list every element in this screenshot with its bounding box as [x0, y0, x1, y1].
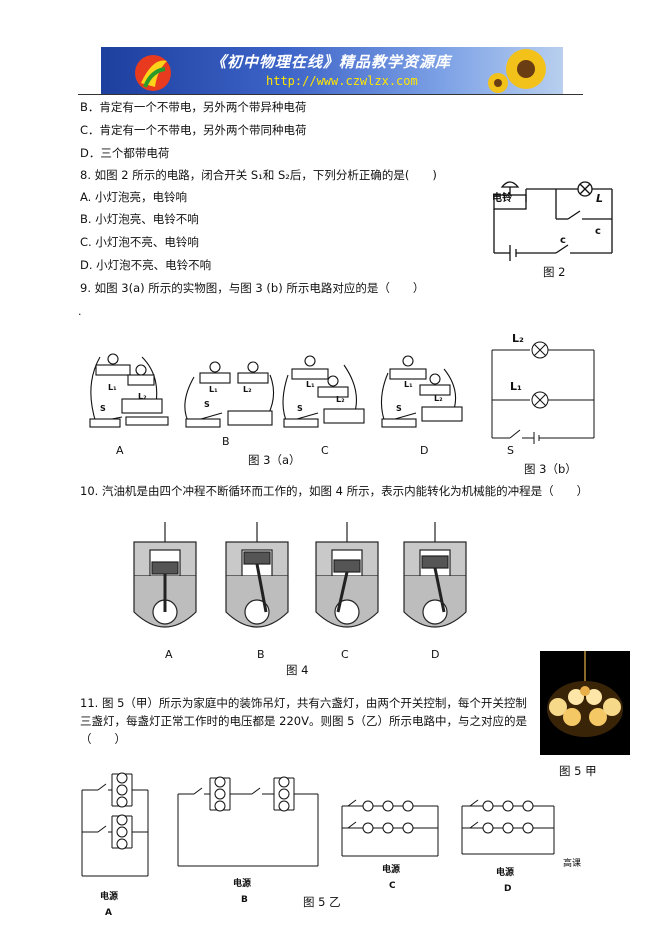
fig5b-circuit-b [177, 776, 319, 867]
fig5b-circuit-d [461, 799, 555, 855]
q8-stem: 8. 如图 2 所示的电路，闭合开关 S₁和 S₂后，下列分析正确的是( ) [80, 168, 437, 182]
q7-option-d: D．三个都带电荷 [80, 146, 170, 160]
fig3a-panel-d [380, 355, 463, 428]
header-banner: 《初中物理在线》精品教学资源库 http://www.czwlzx.com [101, 47, 563, 94]
logo-icon [135, 55, 171, 91]
fig4-label-c: C [341, 648, 349, 661]
fig4-label-d: D [431, 648, 440, 661]
fig3a-a-L1: L₁ [108, 383, 117, 392]
fig2-caption: 图 2 [543, 265, 566, 279]
fig5a-caption: 图 5 甲 [559, 764, 597, 778]
fig5b-caption: 图 5 乙 [303, 895, 341, 909]
fig3a-a-S: S [100, 404, 106, 413]
q8-option-d: D. 小灯泡不亮、电铃不响 [80, 258, 212, 272]
q8-option-c: C. 小灯泡不亮、电铃响 [80, 235, 199, 249]
fig3a-label-a: A [116, 444, 124, 457]
q7-option-b: B．肯定有一个不带电，另外两个带异种电荷 [80, 100, 307, 114]
fig3a-a-L2: L₂ [138, 392, 147, 401]
fig3b-L2-label: L₂ [512, 332, 524, 345]
fig3a-label-c: C [321, 444, 329, 457]
fig3a-label-d: D [420, 444, 429, 457]
fig2-lamp-label: L [596, 192, 604, 205]
banner-url: http://www.czwlzx.com [266, 74, 418, 88]
fig3a-label-b: B [222, 435, 230, 448]
fig2-switch2-label: c [595, 226, 601, 237]
fig4-label-a: A [165, 648, 173, 661]
fig3a-panel-a [89, 353, 169, 428]
fig3a-b-L1: L₁ [209, 385, 218, 394]
fig5b-c-power: 电源 [382, 865, 401, 875]
fig5b-circuit-c [341, 799, 439, 857]
q8-option-a: A. 小灯泡亮，电铃响 [80, 190, 187, 204]
engine-stroke-d [403, 522, 467, 628]
engine-stroke-c [315, 522, 379, 628]
fig3b-S-label: S [507, 444, 514, 457]
engine-stroke-a [133, 522, 197, 628]
fig3b-L1-label: L₁ [510, 380, 522, 393]
fig5b-b-power: 电源 [233, 879, 252, 889]
fig5b-a-power: 电源 [100, 892, 119, 902]
fig3a-c-L2: L₂ [336, 395, 345, 404]
q10-stem: 10. 汽油机是由四个冲程不断循环而工作的，如图 4 所示，表示内能转化为机械能… [80, 484, 589, 498]
fig3a-b-L2: L₂ [243, 385, 252, 394]
fig3a-d-L2: L₂ [434, 394, 443, 403]
fig3a-caption: 图 3（a） [248, 453, 301, 467]
fig3a-c-S: S [297, 404, 303, 413]
q9-stray-dot: . [78, 305, 82, 318]
fig4-label-b: B [257, 648, 265, 661]
fig3a-c-L1: L₁ [306, 380, 315, 389]
fig5b-label-a: A [105, 908, 112, 918]
fig3a-d-L1: L₁ [404, 380, 413, 389]
fig5b-label-d: D [504, 884, 512, 894]
fig3b-caption: 图 3（b） [524, 462, 577, 476]
fig5b-circuit-a [81, 772, 149, 877]
figure-3b-circuit [491, 341, 595, 444]
fig3a-panel-b [184, 361, 275, 428]
chandelier-photo [540, 651, 630, 755]
fig5b-d-power: 电源 [496, 868, 515, 878]
fig5b-label-c: C [389, 881, 396, 891]
q11-stem-line3: （ ） [80, 732, 126, 746]
banner-title: 《初中物理在线》精品教学资源库 [211, 53, 452, 71]
engine-stroke-b [225, 522, 289, 628]
fig4-caption: 图 4 [286, 663, 309, 677]
fig3a-b-S: S [204, 400, 210, 409]
figure-3a-objects [89, 353, 463, 428]
q7-option-c: C．肯定有一个不带电，另外两个带同种电荷 [80, 123, 307, 137]
fig3a-d-S: S [396, 404, 402, 413]
fig3a-panel-c [282, 355, 365, 428]
q11-stem-line1: 11. 图 5（甲）所示为家庭中的装饰吊灯，共有六盏灯，由两个开关控制，每个开关… [80, 696, 527, 710]
header-rule [78, 94, 583, 95]
figure-5b-circuits [81, 772, 555, 877]
q8-option-b: B. 小灯泡亮、电铃不响 [80, 212, 199, 226]
fig2-switch1-label: c [560, 235, 566, 246]
q9-stem: 9. 如图 3(a) 所示的实物图，与图 3 (b) 所示电路对应的是（ ） [80, 281, 425, 295]
fig5b-label-b: B [241, 895, 248, 905]
figure-4-engine-strokes [133, 522, 467, 628]
q11-stem-line2: 三盏灯，每盏灯正常工作时的电压都是 220V。则图 5（乙）所示电路中，与之对应… [80, 714, 527, 728]
sunflower-icon [488, 49, 546, 93]
fig2-bell-label: 电铃 [492, 193, 512, 204]
figure-2-circuit [493, 181, 613, 261]
fig5b-corner-note: 高课 [563, 859, 582, 869]
